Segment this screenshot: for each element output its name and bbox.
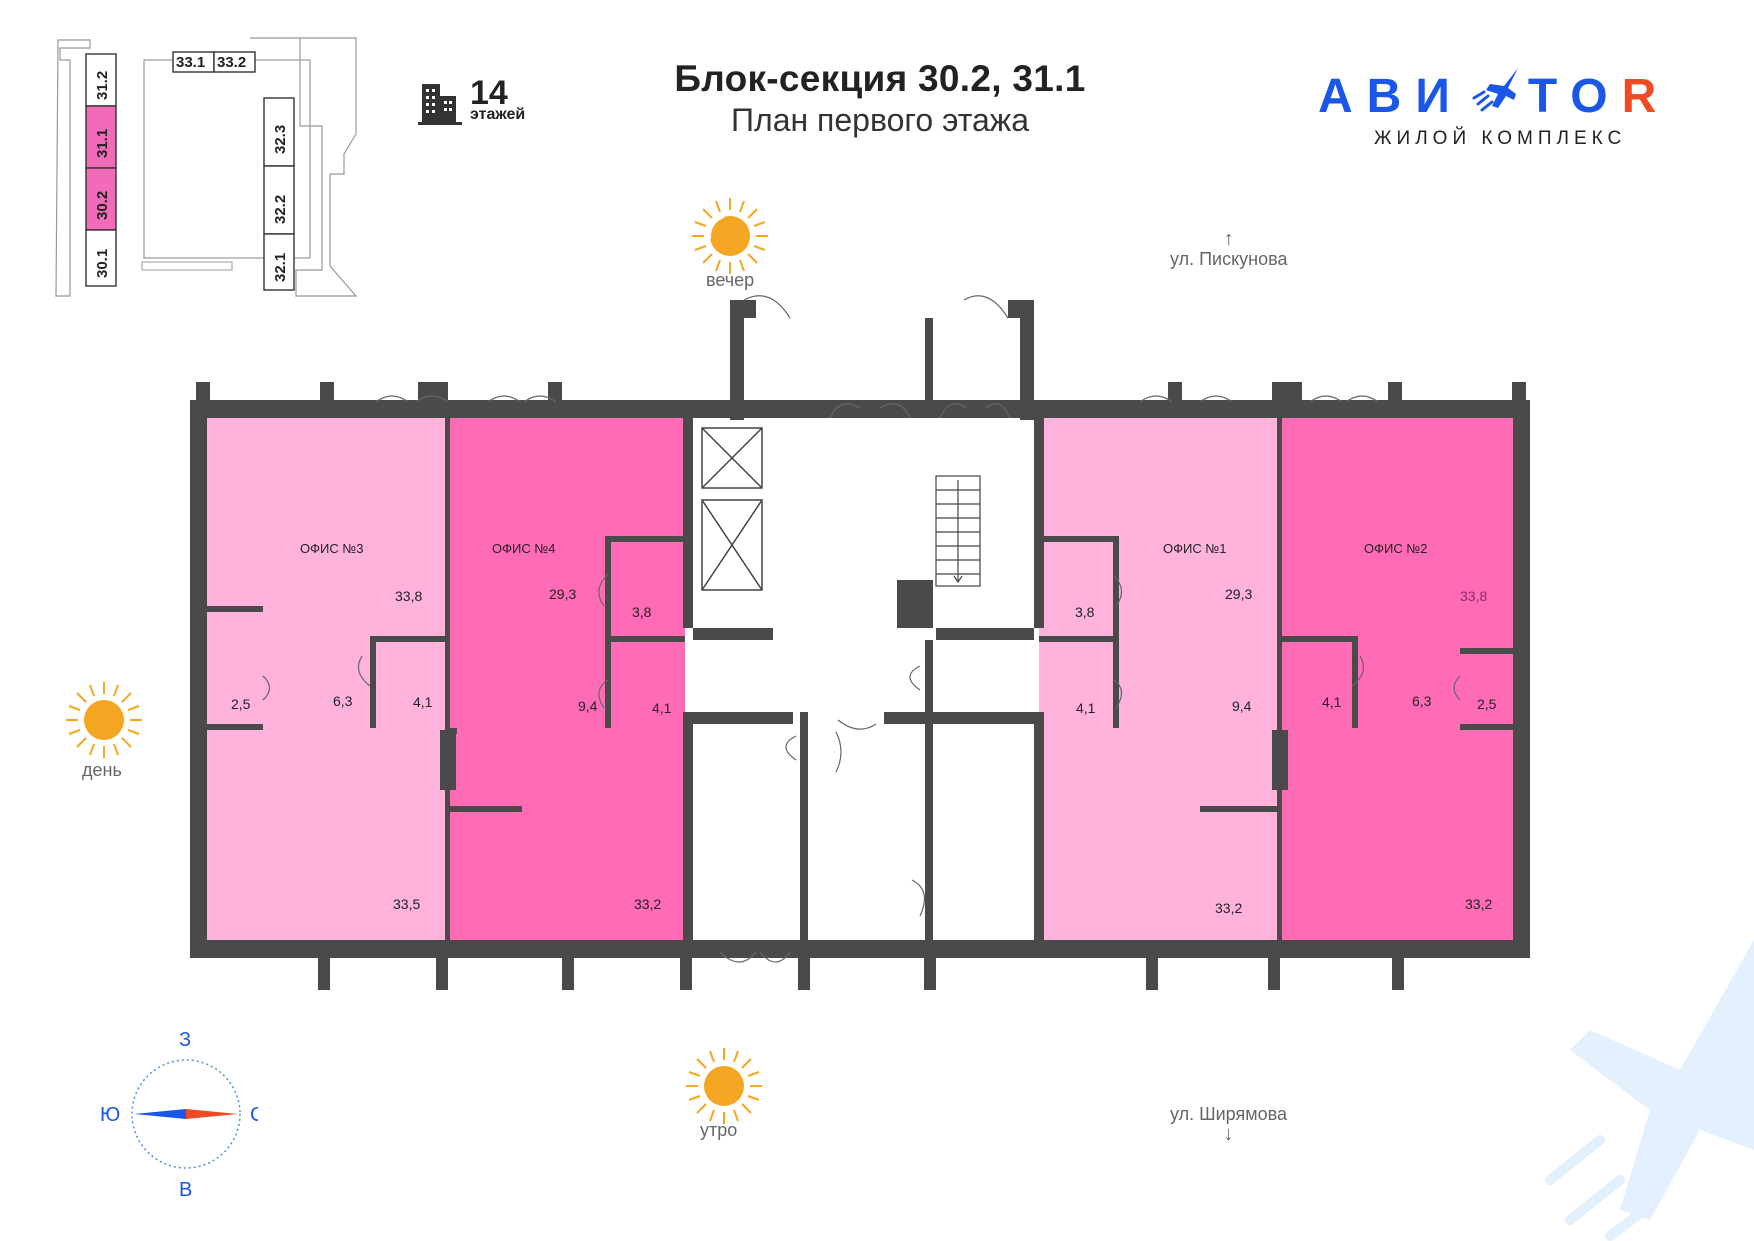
minimap-label-30-1: 30.1: [94, 249, 111, 278]
office-3-area-main: 33,8: [395, 588, 423, 604]
office-4-name: ОФИС №4: [492, 541, 556, 556]
office-4-area-corridor: 9,4: [578, 698, 598, 714]
compass-bottom-label: В: [179, 1179, 192, 1201]
sun-morning-label: утро: [700, 1120, 738, 1140]
office-2-area-corridor: 6,3: [1412, 693, 1432, 709]
sun-day-label: день: [82, 760, 122, 780]
office-1-area-south: 33,2: [1215, 900, 1243, 916]
office-2-name: ОФИС №2: [1364, 541, 1428, 556]
office-3-area-corridor: 6,3: [333, 693, 353, 709]
brand-logo: АВИ TOR ЖИЛОЙ КОМПЛЕКС: [1318, 64, 1678, 150]
office-1-area-wc2: 4,1: [1076, 700, 1096, 716]
compass-left-label: Ю: [100, 1104, 120, 1126]
stairs-icon: [935, 475, 981, 587]
brand-name: АВИ TOR: [1318, 64, 1678, 124]
building-icon: [418, 80, 464, 131]
brand-subtitle: ЖИЛОЙ КОМПЛЕКС: [1374, 128, 1627, 149]
minimap-label-33-2: 33.2: [217, 54, 246, 71]
office-2-area-south: 33,2: [1465, 896, 1493, 912]
brand-name-part2: TO: [1527, 70, 1622, 123]
compass-top-label: З: [179, 1029, 191, 1051]
doors: [262, 295, 1461, 963]
arrow-up-icon: ↑: [1223, 228, 1234, 250]
office-1-area-corridor: 9,4: [1232, 698, 1252, 714]
minimap-label-33-1: 33.1: [176, 54, 205, 71]
compass: З Ю С В: [100, 1029, 258, 1201]
minimap-label-32-2: 32.2: [272, 195, 289, 224]
street-north: ↑ ул. Пискунова: [1170, 228, 1288, 270]
office-2-area-wc2: 4,1: [1322, 694, 1342, 710]
floors-label: этажей: [470, 106, 526, 123]
office-1-area-main: 29,3: [1225, 586, 1253, 602]
jet-watermark-icon: [1545, 940, 1754, 1241]
floor-plan: [190, 295, 1530, 990]
brand-name-part1: АВИ: [1318, 70, 1464, 123]
arrow-down-icon: ↓: [1223, 1123, 1234, 1145]
minimap-label-32-3: 32.3: [272, 125, 289, 154]
office-1-area-wc: 3,8: [1075, 604, 1095, 620]
sun-day-icon: [66, 682, 142, 758]
street-north-label: ул. Пискунова: [1170, 249, 1288, 269]
minimap-label-32-1: 32.1: [272, 253, 289, 282]
street-south: ул. Ширямова ↓: [1170, 1104, 1287, 1146]
elevator-icon: [701, 427, 763, 591]
site-minimap: 33.1 33.2 31.2 31.1 30.2 30.1 32.3 32.2 …: [55, 37, 358, 297]
office-2-area-main: 33,8: [1460, 588, 1488, 604]
sun-evening-label: вечер: [706, 270, 755, 290]
street-south-label: ул. Ширямова: [1170, 1104, 1287, 1124]
office-1-area[interactable]: [1039, 418, 1279, 940]
office-3-area-south: 33,5: [393, 896, 421, 912]
minimap-label-30-2: 30.2: [94, 191, 111, 220]
office-3-area-wc2: 4,1: [413, 694, 433, 710]
sun-evening-icon: [692, 198, 768, 274]
walls: [190, 300, 1530, 990]
brand-name-part3: R: [1621, 70, 1671, 123]
sun-morning-icon: [686, 1048, 762, 1124]
office-2-area-wc: 2,5: [1477, 696, 1497, 712]
office-4-area-south: 33,2: [634, 896, 662, 912]
office-1-name: ОФИС №1: [1163, 541, 1227, 556]
page-title-block: Блок-секция 30.2, 31.1 План первого этаж…: [600, 58, 1160, 139]
floors-number: 14: [470, 74, 508, 112]
page-subtitle: План первого этажа: [731, 102, 1029, 138]
compass-right-label: С: [250, 1104, 258, 1126]
office-3-area[interactable]: [207, 418, 447, 940]
jet-icon: [1464, 64, 1528, 124]
office-3-name: ОФИС №3: [300, 541, 364, 556]
office-4-area-wc: 3,8: [632, 604, 652, 620]
floors-count: 14 этажей: [470, 74, 526, 124]
office-4-area[interactable]: [447, 418, 685, 940]
office-3-area-wc: 2,5: [231, 696, 251, 712]
office-4-area-main: 29,3: [549, 586, 577, 602]
minimap-label-31-2: 31.2: [94, 71, 111, 100]
minimap-label-31-1: 31.1: [94, 129, 111, 158]
office-4-area-wc2: 4,1: [652, 700, 672, 716]
page-title: Блок-секция 30.2, 31.1: [674, 58, 1086, 99]
office-2-area[interactable]: [1279, 418, 1517, 940]
